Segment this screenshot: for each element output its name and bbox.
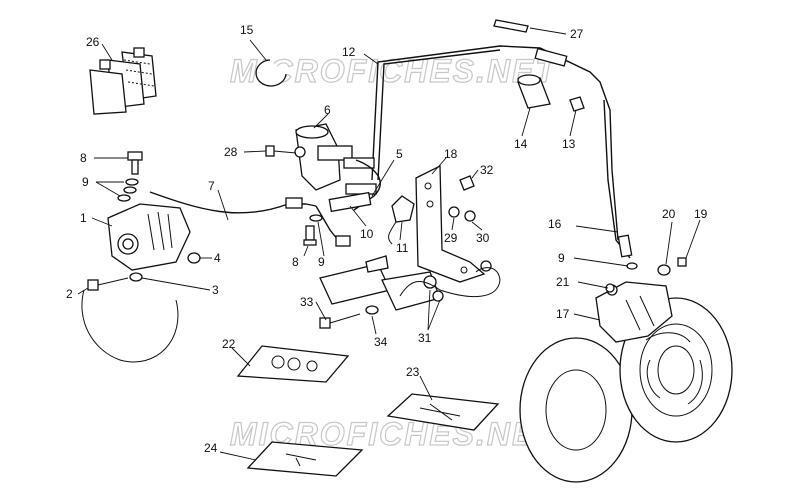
callout-31: 31 — [418, 331, 432, 345]
nut-part-32 — [459, 175, 475, 191]
callout-24: 24 — [204, 441, 218, 455]
callout-21: 21 — [556, 275, 570, 289]
callout-3: 3 — [212, 283, 219, 297]
callout-6: 6 — [324, 103, 331, 117]
callout-32: 32 — [480, 163, 494, 177]
callout-10: 10 — [360, 227, 374, 241]
callout-15: 15 — [240, 23, 254, 37]
callout-4: 4 — [214, 251, 221, 265]
callout-8-right: 8 — [292, 255, 299, 269]
washer-part-3 — [129, 272, 143, 282]
front-caliper-part-1 — [81, 203, 191, 363]
seal-kit-part-22 — [236, 345, 350, 383]
callout-26: 26 — [86, 35, 100, 49]
brake-hose-part-7 — [149, 191, 289, 214]
bleed-bolt-part-8 — [127, 151, 143, 175]
callout-14: 14 — [514, 137, 528, 151]
nut-part-13 — [569, 96, 585, 112]
callout-18: 18 — [444, 147, 458, 161]
bolt-part-28 — [265, 145, 297, 157]
watermark-top: MICROFICHES.NET — [230, 53, 557, 89]
callout-33: 33 — [300, 295, 314, 309]
callout-2: 2 — [66, 287, 73, 301]
callout-20: 20 — [662, 207, 676, 221]
washer-part-20 — [657, 264, 671, 276]
nut-part-30 — [464, 210, 492, 272]
plug-part-19 — [677, 257, 687, 267]
leader-lines — [77, 27, 701, 461]
callout-9-right: 9 — [318, 255, 325, 269]
circlip-part-15 — [255, 59, 287, 87]
bolt-part-2 — [87, 277, 129, 291]
master-cylinder-part-6 — [294, 123, 377, 195]
callout-11: 11 — [396, 241, 409, 255]
spacer-part-14 — [517, 74, 551, 109]
callout-19: 19 — [694, 207, 708, 221]
callout-34: 34 — [374, 335, 388, 349]
bolt-part-33 — [319, 313, 361, 329]
callout-5: 5 — [396, 147, 403, 161]
callout-28: 28 — [224, 145, 238, 159]
rear-master-cylinder-part-31 — [319, 255, 501, 311]
hose-banjo — [285, 197, 303, 209]
rubber-cap-part-27 — [493, 19, 529, 33]
washer-part-9-right — [309, 214, 323, 222]
callout-1: 1 — [80, 211, 87, 225]
callout-13: 13 — [562, 137, 576, 151]
callout-7: 7 — [208, 179, 215, 193]
brake-pads-part-26 — [89, 47, 157, 115]
washers-part-9-left — [117, 178, 139, 202]
callout-16: 16 — [548, 217, 562, 231]
callout-23: 23 — [406, 365, 420, 379]
callout-29: 29 — [444, 231, 458, 245]
sensor-part-11 — [388, 195, 415, 245]
nut-part-4 — [187, 252, 201, 264]
banjo-bolt-part-8-right — [303, 225, 317, 246]
callout-9-left: 9 — [82, 175, 89, 189]
callout-22: 22 — [222, 337, 236, 351]
callout-30: 30 — [476, 231, 490, 245]
callout-12: 12 — [342, 45, 356, 59]
callout-9-rear: 9 — [558, 251, 565, 265]
bracket-part-18 — [415, 164, 486, 283]
brake-line-part-12 — [371, 45, 619, 241]
callout-27: 27 — [570, 27, 584, 41]
brake-hose-part-16 — [603, 99, 633, 259]
repair-kit-part-23 — [386, 393, 500, 431]
washer-part-9-rear — [626, 262, 638, 270]
callout-17: 17 — [556, 307, 570, 321]
callout-labels: 26 15 12 27 14 13 6 28 8 9 7 1 4 3 2 8 9… — [66, 23, 708, 455]
callout-8-left: 8 — [80, 151, 87, 165]
washer-part-34 — [365, 305, 379, 315]
brake-switch-part-5 — [353, 159, 381, 211]
washer-part-29 — [448, 206, 460, 218]
small-parts-kit-part-24 — [246, 441, 364, 477]
